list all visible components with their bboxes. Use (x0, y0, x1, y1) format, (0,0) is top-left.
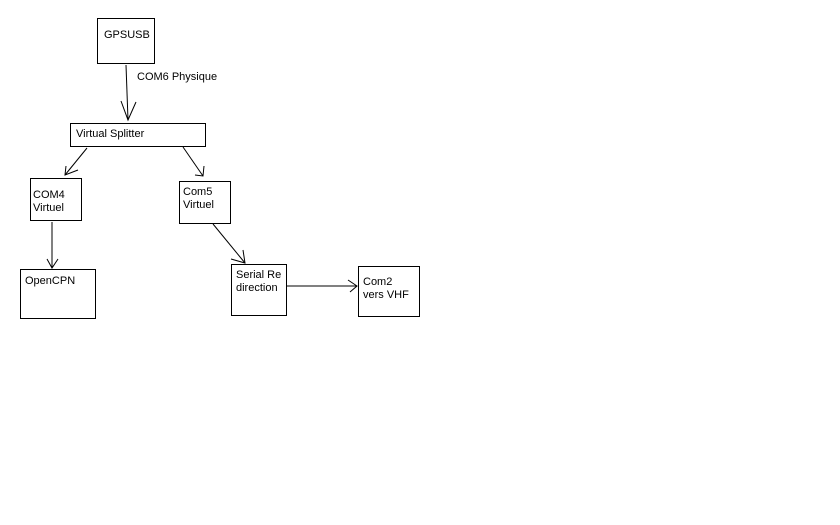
node-label: Com5 Virtuel (183, 186, 214, 211)
node-label: Virtual Splitter (76, 128, 145, 140)
arrow-com5-to-serial (212, 223, 246, 264)
node-virtual-splitter: Virtual Splitter (70, 123, 206, 147)
node-label: COM4 Virtuel (33, 189, 65, 214)
arrow-serial-to-com2 (287, 279, 358, 293)
node-label: Serial Redirection (236, 269, 282, 294)
arrow-splitter-to-com5 (182, 146, 205, 177)
node-label: GPSUSB (104, 29, 150, 41)
node-gpsusb: GPSUSB (97, 18, 155, 64)
arrow-com4-to-opencpn (46, 222, 59, 269)
arrow-gpsusb-to-splitter (120, 64, 137, 122)
edge-label-com6: COM6 Physique (137, 71, 218, 83)
node-com5: Com5 Virtuel (179, 181, 231, 224)
node-label: Com2 vers VHF (363, 276, 409, 301)
node-opencpn: OpenCPN (20, 269, 96, 319)
node-serial-redirection: Serial Redirection (231, 264, 287, 316)
node-com2: Com2 vers VHF (358, 266, 420, 317)
node-label: OpenCPN (25, 275, 76, 287)
node-com4: COM4 Virtuel (30, 178, 82, 221)
arrow-splitter-to-com4 (64, 147, 88, 176)
